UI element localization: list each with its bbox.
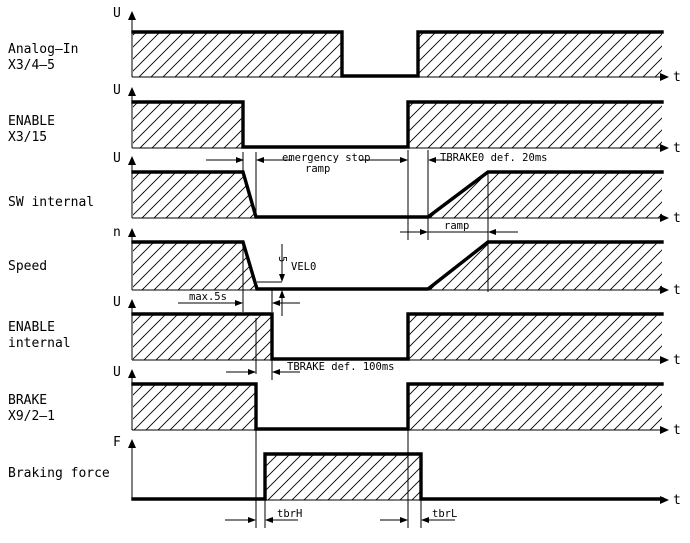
row-label-line: ENABLE (8, 114, 55, 129)
signal-high-fill (265, 454, 421, 500)
row-braking-force: Braking force F t tbrH tbrL (8, 430, 681, 528)
tbrl-label: tbrL (432, 508, 457, 520)
emergency-stop-label: emergency stop (282, 152, 371, 164)
signal-trace (131, 382, 664, 431)
axis-label: U (113, 365, 121, 380)
row-analog-in: Analog—In X3/4—5 U t (8, 6, 681, 85)
signal-trace (131, 100, 664, 149)
tbrake-label: TBRAKE def. 100ms (287, 361, 394, 373)
emergency-stop-label: ramp (305, 163, 330, 175)
time-label: t (673, 70, 681, 85)
axis-label: n (113, 225, 121, 240)
ramp-label: ramp (444, 220, 469, 232)
y-axis-arrow (128, 156, 136, 165)
signal-trace (131, 240, 664, 291)
y-axis-arrow (128, 299, 136, 308)
row-label-line: BRAKE (8, 393, 47, 408)
signal-high-fill (428, 242, 662, 290)
tbrake0-label: TBRAKE0 def. 20ms (440, 152, 547, 164)
x-axis-arrow (660, 144, 669, 152)
axis-label: U (113, 83, 121, 98)
signal-high-fill (418, 32, 662, 77)
signal-high-fill (133, 242, 257, 290)
time-label: t (673, 493, 681, 508)
signal-high-fill (408, 102, 662, 148)
x-axis-arrow (660, 426, 669, 434)
signal-trace (131, 452, 664, 501)
y-axis-arrow (128, 439, 136, 448)
row-sw-internal: SW internal U t emergency stop ramp TBRA… (8, 150, 681, 292)
axis-label: U (113, 295, 121, 310)
time-label: t (673, 283, 681, 298)
row-label-line: Speed (8, 259, 47, 274)
y-axis-arrow (128, 369, 136, 378)
time-label: t (673, 423, 681, 438)
signal-trace (131, 170, 664, 219)
row-enable-internal: ENABLE internal U t TBRAKE def. 100ms (8, 295, 681, 380)
x-axis-arrow (660, 286, 669, 294)
signal-high-fill (133, 384, 256, 430)
x-axis-arrow (660, 73, 669, 81)
signal-trace (131, 30, 664, 78)
axis-label: U (113, 151, 121, 166)
time-label: t (673, 353, 681, 368)
row-label-line: Braking force (8, 466, 110, 481)
row-label-line: X3/15 (8, 130, 47, 145)
axis-label: U (113, 6, 121, 21)
signal-high-fill (133, 314, 272, 360)
y-axis-arrow (128, 228, 136, 237)
time-label: t (673, 141, 681, 156)
signal-high-fill (408, 314, 662, 360)
row-label-line: ENABLE (8, 320, 55, 335)
signal-high-fill (428, 172, 662, 218)
signal-high-fill (133, 102, 243, 148)
time-label: t (673, 211, 681, 226)
signal-high-fill (408, 384, 662, 430)
row-label-line: X3/4—5 (8, 58, 55, 73)
y-axis-arrow (128, 11, 136, 20)
x-axis-arrow (660, 356, 669, 364)
signal-high-fill (133, 172, 256, 218)
row-speed: Speed n t 5 VEL0 max.5s (8, 225, 681, 316)
row-enable-x3: ENABLE X3/15 U t (8, 83, 681, 156)
row-label-line: internal (8, 336, 71, 351)
signal-high-fill (133, 32, 342, 77)
axis-label: F (113, 435, 121, 450)
y-axis-arrow (128, 87, 136, 96)
velo-label: VEL0 (291, 261, 316, 273)
signal-trace (131, 312, 664, 361)
row-label-line: X9/2—1 (8, 409, 55, 424)
row-brake: BRAKE X9/2—1 U t (8, 365, 681, 438)
row-label-line: Analog—In (8, 42, 78, 57)
x-axis-arrow (660, 214, 669, 222)
max5s-label: max.5s (189, 291, 227, 303)
row-label-line: SW internal (8, 195, 94, 210)
five-label: 5 (276, 256, 288, 262)
tbrh-label: tbrH (277, 508, 302, 520)
